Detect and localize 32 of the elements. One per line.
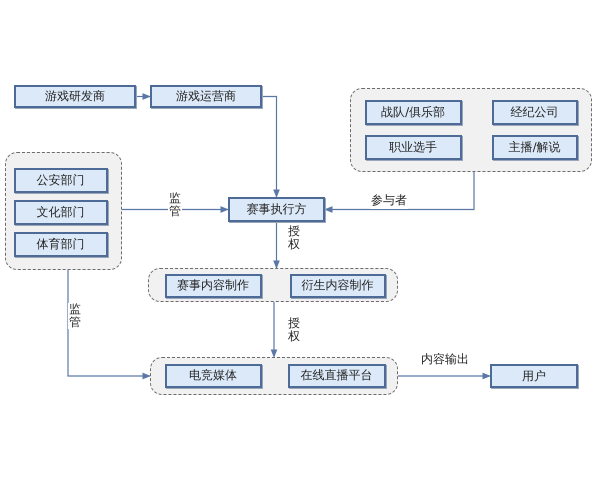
dashed-group-panel bbox=[148, 268, 398, 302]
dashed-group-panel bbox=[350, 88, 592, 172]
process-box: 在线直播平台 bbox=[288, 364, 386, 388]
arrow bbox=[273, 222, 280, 269]
process-box: 公安部门 bbox=[14, 168, 108, 193]
process-box: 电竞媒体 bbox=[164, 364, 262, 388]
dashed-group-panel bbox=[150, 357, 398, 395]
process-box: 体育部门 bbox=[14, 232, 108, 257]
edge-label: 授权 bbox=[287, 317, 301, 344]
process-box: 职业选手 bbox=[364, 134, 462, 160]
arrow bbox=[324, 172, 475, 213]
edge-label: 监管 bbox=[168, 192, 182, 218]
arrow bbox=[262, 96, 280, 198]
arrow bbox=[270, 302, 278, 358]
dashed-group-panel bbox=[5, 152, 122, 270]
edge-label: 内容输出 bbox=[420, 351, 470, 368]
process-box: 用户 bbox=[490, 364, 578, 388]
process-box: 游戏运营商 bbox=[150, 85, 262, 108]
process-box: 衍生内容制作 bbox=[290, 274, 386, 298]
edge-label: 授权 bbox=[287, 225, 301, 252]
process-box: 战队/俱乐部 bbox=[364, 100, 462, 125]
arrow bbox=[136, 93, 151, 100]
process-box: 赛事内容制作 bbox=[164, 274, 262, 298]
edge-label: 监管 bbox=[68, 303, 82, 330]
process-box: 赛事执行方 bbox=[228, 197, 325, 222]
process-box: 游戏研发商 bbox=[14, 85, 136, 108]
arrow bbox=[67, 270, 151, 380]
process-box: 主播/解说 bbox=[492, 134, 578, 160]
process-box: 文化部门 bbox=[14, 200, 108, 225]
arrow bbox=[398, 372, 491, 380]
process-box: 经纪公司 bbox=[492, 100, 578, 125]
edge-label: 参与者 bbox=[370, 192, 408, 209]
